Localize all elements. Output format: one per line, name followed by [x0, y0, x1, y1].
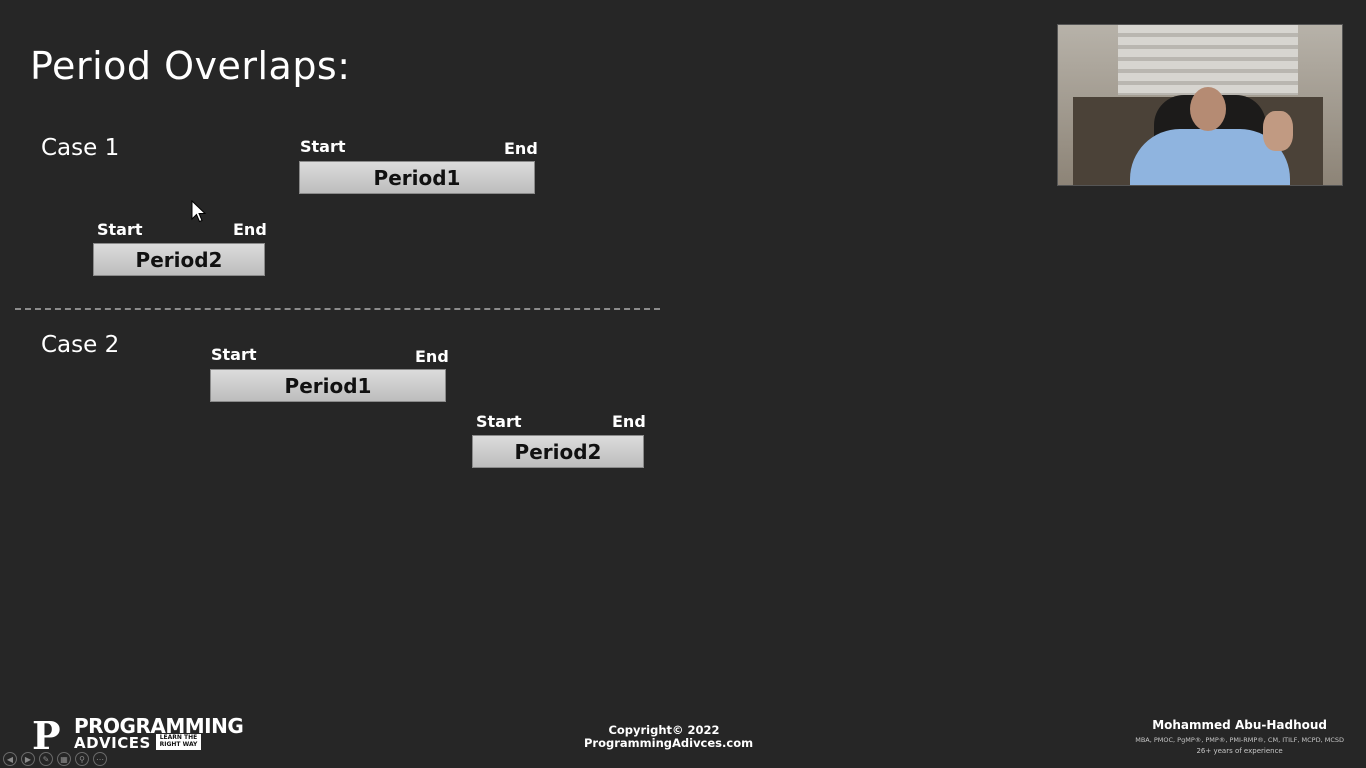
author-block: Mohammed Abu-Hadhoud MBA, PMOC, PgMP®, P… — [1135, 718, 1344, 755]
slideshow-controls: ◀ ▶ ✎ ▦ ⚲ ⋯ — [3, 752, 107, 766]
case-1-period2-name: Period2 — [135, 247, 223, 272]
case-2-period1-end-label: End — [415, 347, 449, 366]
next-slide-icon[interactable]: ▶ — [21, 752, 35, 766]
copyright-year: Copyright© 2022 — [608, 723, 720, 737]
case-2-period2-start-label: Start — [476, 412, 522, 431]
case-2-label: Case 2 — [41, 332, 120, 358]
pen-icon[interactable]: ✎ — [39, 752, 53, 766]
mouse-cursor-icon — [191, 200, 207, 223]
logo-tagline: LEARN THE RIGHT WAY — [156, 734, 201, 750]
logo-icon: P — [32, 713, 61, 758]
case-1-label: Case 1 — [41, 135, 120, 161]
case-1-period2-start-label: Start — [97, 220, 143, 239]
case-1-period1-end-label: End — [504, 139, 538, 158]
video-presenter-head — [1190, 87, 1226, 131]
case-1-period2-bar: Period2 — [93, 243, 265, 276]
case-1-period2-end-label: End — [233, 220, 267, 239]
zoom-icon[interactable]: ⚲ — [75, 752, 89, 766]
case-1-period1-name: Period1 — [373, 165, 461, 190]
case-2-period2-end-label: End — [612, 412, 646, 431]
video-presenter-hand — [1263, 111, 1293, 151]
case-2-period1-bar: Period1 — [210, 369, 446, 402]
case-1-period1-bar: Period1 — [299, 161, 535, 194]
author-name: Mohammed Abu-Hadhoud — [1152, 718, 1327, 732]
slides-grid-icon[interactable]: ▦ — [57, 752, 71, 766]
case-divider — [15, 308, 660, 310]
copyright: Copyright© 2022 ProgrammingAdivces.com — [584, 723, 754, 750]
slide-title: Period Overlaps: — [30, 44, 351, 88]
previous-slide-icon[interactable]: ◀ — [3, 752, 17, 766]
case-2-period2-bar: Period2 — [472, 435, 644, 468]
more-options-icon[interactable]: ⋯ — [93, 752, 107, 766]
copyright-site: ProgrammingAdivces.com — [584, 736, 754, 750]
presenter-video — [1057, 24, 1343, 186]
video-window-blinds — [1118, 25, 1298, 95]
author-experience: 26+ years of experience — [1196, 747, 1283, 755]
author-credentials: MBA, PMOC, PgMP®, PMP®, PMI-RMP®, CM, IT… — [1135, 736, 1344, 744]
case-2-period1-name: Period1 — [284, 373, 372, 398]
case-2-period1-start-label: Start — [211, 345, 257, 364]
logo-text-advices: ADVICES — [74, 734, 151, 752]
case-1-period1-start-label: Start — [300, 137, 346, 156]
case-2-period2-name: Period2 — [514, 439, 602, 464]
